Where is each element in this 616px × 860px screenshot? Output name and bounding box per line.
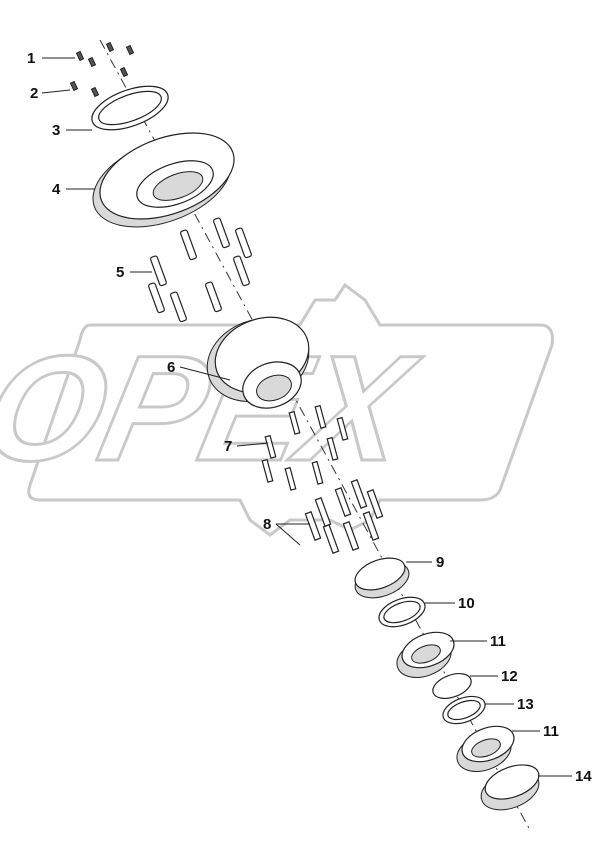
callout-9: 9 [436, 554, 444, 571]
callout-7: 7 [224, 438, 232, 455]
watermark-gear-outline [27, 282, 554, 537]
part-8-pins [304, 479, 384, 554]
leader-lines [41, 57, 572, 777]
callout-14: 14 [575, 768, 592, 785]
callout-10: 10 [458, 595, 475, 612]
callout-1: 1 [27, 50, 35, 67]
part-3-tone-ring [91, 85, 169, 131]
callout-5: 5 [116, 264, 124, 281]
callout-13: 13 [517, 696, 534, 713]
part-11-bearing-bottom [456, 725, 515, 772]
part-4-brake-disc [92, 132, 235, 228]
callout-11-bottom: 11 [543, 723, 559, 740]
part-11-bearing-top [396, 631, 455, 678]
callout-2: 2 [30, 85, 38, 102]
part-14-cap [480, 764, 540, 811]
part-12-ring [432, 673, 472, 699]
part-2-screws [69, 80, 100, 98]
part-10-ring [378, 596, 426, 628]
callout-12: 12 [501, 668, 518, 685]
part-7-studs [261, 404, 349, 491]
callout-11-top: 11 [490, 633, 506, 650]
callout-3: 3 [52, 122, 60, 139]
part-9-cap [354, 557, 410, 599]
part-6-hub [206, 316, 310, 409]
callout-4: 4 [52, 181, 61, 198]
part-5-wheel-bolts [148, 217, 252, 323]
part-13-ring [442, 695, 486, 725]
callout-labels: 1 2 3 4 5 6 7 8 9 10 11 12 13 11 14 [27, 50, 592, 785]
callout-6: 6 [167, 359, 175, 376]
assembly-axis [99, 39, 531, 831]
callout-8: 8 [263, 516, 271, 533]
part-1-screws [75, 41, 135, 78]
